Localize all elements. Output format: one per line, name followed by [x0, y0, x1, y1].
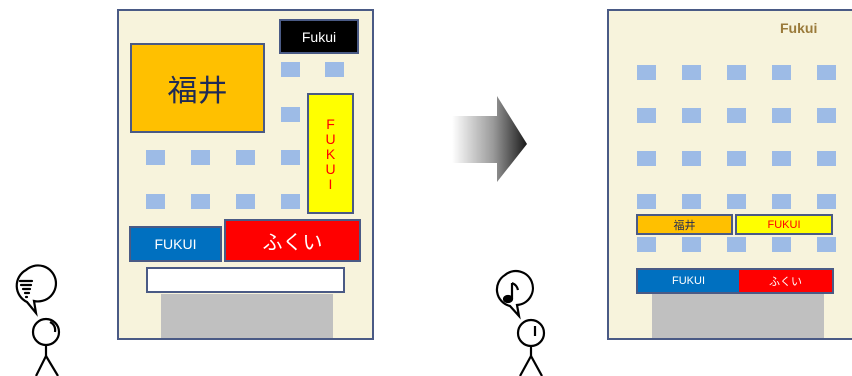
person-right-head [516, 318, 546, 348]
sign-fukui-yellow-small: FUKUI [735, 214, 833, 235]
sign-hiragana-red-text: ふくい [262, 232, 323, 254]
arrow-right-icon [452, 96, 527, 182]
window [682, 237, 701, 252]
sign-fukui-black-text: Fukui [301, 28, 337, 45]
sign-hiragana-red: ふくい [224, 219, 361, 262]
window [682, 194, 701, 209]
window [325, 62, 344, 77]
window [281, 194, 300, 209]
window [727, 194, 746, 209]
window [637, 194, 656, 209]
window [281, 107, 300, 122]
window [727, 151, 746, 166]
window [817, 65, 836, 80]
speech-bubble-right [495, 270, 534, 320]
window [772, 194, 791, 209]
sign-fukui-yellow-small-text: FUKUI [767, 218, 801, 231]
sign-fukui-top-text: Fukui [780, 20, 818, 36]
sign-fukui-black: Fukui [279, 19, 359, 54]
window [817, 194, 836, 209]
person-right [495, 270, 546, 376]
tornado-icon [18, 279, 34, 299]
window [817, 151, 836, 166]
sign-kanji-orange-text: 福井 [167, 75, 228, 108]
window [191, 150, 210, 165]
window [281, 62, 300, 77]
window [281, 150, 300, 165]
window [817, 108, 836, 123]
window [146, 150, 165, 165]
window [682, 108, 701, 123]
window [637, 65, 656, 80]
sign-vertical-yellow: FUKUI [307, 93, 354, 214]
sign-fukui-blue: FUKUI [129, 226, 222, 262]
window [191, 194, 210, 209]
window [727, 237, 746, 252]
window [637, 151, 656, 166]
window [637, 108, 656, 123]
person-left-mouth [49, 321, 57, 333]
sign-fukui-blue-text: FUKUI [154, 236, 197, 252]
sign-fukui-blue-small: FUKUI [636, 268, 739, 294]
sign-fukui-top: Fukui [780, 20, 817, 36]
sign-kanji-orange-small-text: 福井 [673, 219, 696, 232]
entrance-before [161, 294, 333, 338]
window [772, 108, 791, 123]
window [236, 194, 255, 209]
window [146, 194, 165, 209]
window [637, 237, 656, 252]
sign-kanji-orange: 福井 [130, 43, 265, 133]
window [772, 65, 791, 80]
entrance-after [652, 294, 824, 338]
window [772, 237, 791, 252]
window [727, 65, 746, 80]
window [236, 150, 255, 165]
window [772, 151, 791, 166]
sign-hiragana-red-small-text: ふくい [769, 276, 802, 288]
sign-fukui-blue-small-text: FUKUI [672, 275, 705, 287]
sign-kanji-orange-small: 福井 [636, 214, 733, 235]
window [727, 108, 746, 123]
sign-hiragana-red-small: ふくい [739, 268, 834, 294]
window [817, 237, 836, 252]
speech-bubble-left [15, 264, 58, 317]
sign-vertical-yellow-text: FUKUI [322, 116, 339, 191]
window [682, 151, 701, 166]
music-note-icon [502, 281, 520, 304]
window [682, 65, 701, 80]
sign-blank-white [146, 267, 345, 293]
person-left [15, 264, 61, 376]
